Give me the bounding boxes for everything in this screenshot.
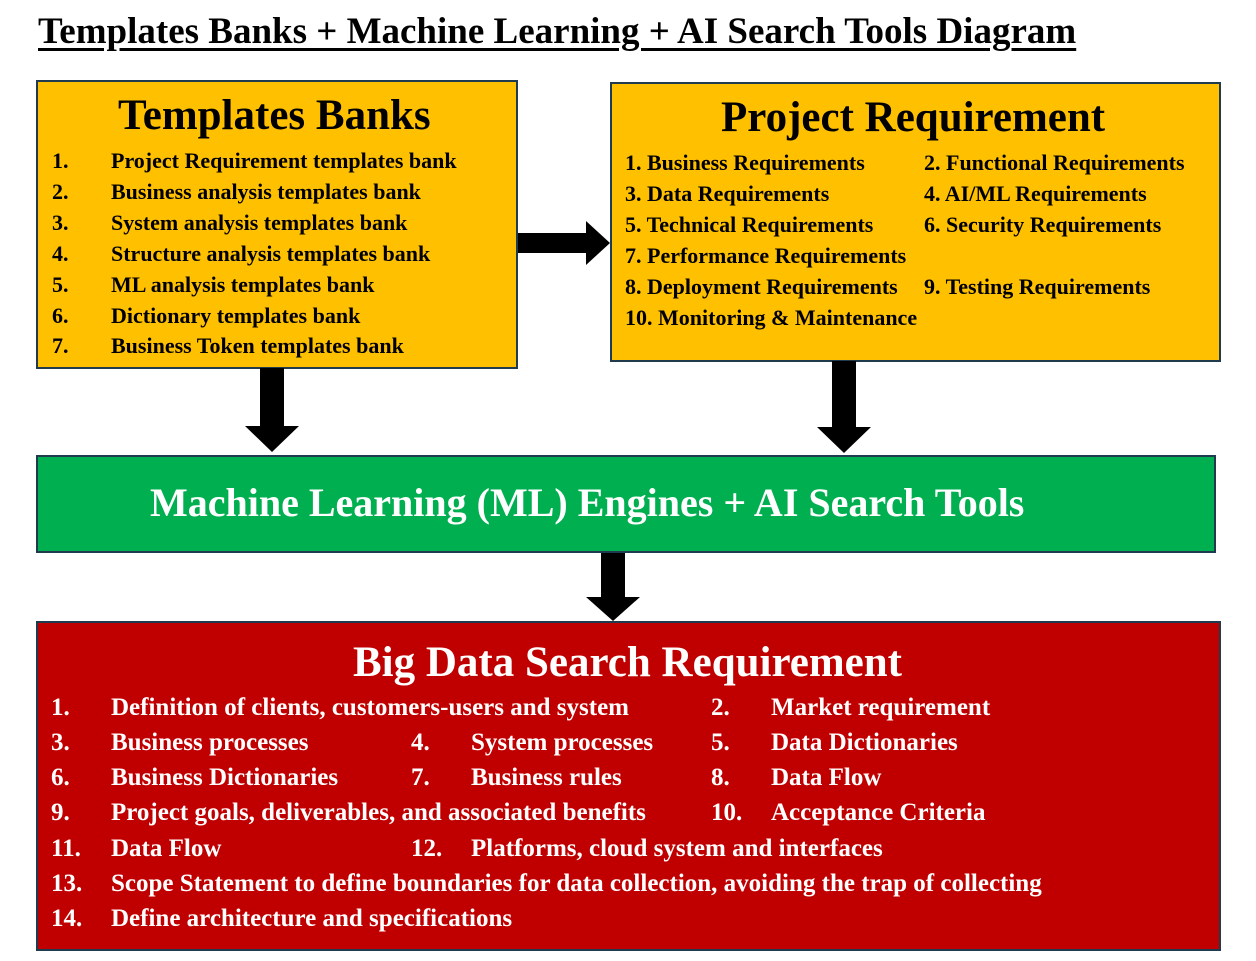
tb-item-text: Structure analysis templates bank (111, 241, 431, 266)
bd-item-num: 2. (711, 694, 730, 721)
down-arrow-icon (586, 553, 640, 621)
tb-item-num: 3. (52, 210, 69, 235)
bd-item-num: 8. (711, 764, 730, 791)
bd-item-num: 9. (51, 799, 70, 826)
tb-item-num: 6. (52, 303, 69, 328)
project-requirement-box: Project Requirement 1. Business Requirem… (610, 82, 1221, 362)
tb-item-num: 5. (52, 272, 69, 297)
bd-item-num: 11. (51, 835, 81, 862)
ml-engines-heading: Machine Learning (ML) Engines + AI Searc… (150, 480, 1025, 525)
tb-item-text: Business Token templates bank (111, 333, 404, 358)
tb-item-num: 4. (52, 241, 69, 266)
diagram-title: Templates Banks + Machine Learning + AI … (38, 11, 1077, 52)
bd-item-text: Acceptance Criteria (771, 799, 986, 826)
bd-item-num: 10. (711, 799, 743, 826)
bd-item-text: Project goals, deliverables, and associa… (111, 799, 646, 826)
bd-item-num: 5. (711, 729, 730, 756)
pr-item: 8. Deployment Requirements (625, 274, 898, 299)
pr-item: 2. Functional Requirements (924, 150, 1185, 175)
bd-item-text: Business rules (471, 764, 622, 791)
bd-item-num: 3. (51, 729, 70, 756)
pr-item: 6. Security Requirements (924, 212, 1162, 237)
bd-item-num: 14. (51, 905, 83, 932)
pr-item: 1. Business Requirements (625, 150, 865, 175)
bd-item-num: 13. (51, 870, 83, 897)
bd-item-num: 6. (51, 764, 70, 791)
bd-item-text: Platforms, cloud system and interfaces (471, 835, 883, 862)
big-data-heading: Big Data Search Requirement (353, 639, 903, 686)
tb-item-text: ML analysis templates bank (111, 272, 375, 297)
bd-item-text: Business processes (111, 729, 309, 756)
tb-item-num: 7. (52, 333, 69, 358)
pr-item: 9. Testing Requirements (924, 274, 1151, 299)
templates-banks-heading: Templates Banks (118, 92, 431, 139)
pr-item: 4. AI/ML Requirements (924, 181, 1147, 206)
pr-item: 5. Technical Requirements (625, 212, 874, 237)
bd-item-text: Scope Statement to define boundaries for… (111, 870, 1042, 897)
bd-item-text: Definition of clients, customers-users a… (111, 694, 630, 721)
bd-item-text: Define architecture and specifications (111, 905, 513, 932)
down-arrow-icon (245, 368, 299, 452)
down-arrow-icon (817, 361, 871, 453)
tb-item-text: System analysis templates bank (111, 210, 408, 235)
tb-item-text: Dictionary templates bank (111, 303, 361, 328)
bd-item-num: 12. (411, 835, 443, 862)
bd-item-text: System processes (471, 729, 654, 756)
pr-item: 10. Monitoring & Maintenance (625, 305, 918, 330)
bd-item-text: Business Dictionaries (111, 764, 339, 791)
bd-item-text: Data Flow (771, 764, 882, 791)
tb-item-num: 2. (52, 179, 69, 204)
tb-item-text: Project Requirement templates bank (111, 148, 457, 173)
project-requirement-heading: Project Requirement (721, 94, 1106, 141)
bd-item-text: Market requirement (771, 694, 991, 721)
templates-banks-box: Templates Banks 1. Project Requirement t… (36, 80, 518, 369)
bd-item-num: 1. (51, 694, 70, 721)
bd-item-text: Data Flow (111, 835, 222, 862)
tb-item-num: 1. (52, 148, 69, 173)
bd-item-text: Data Dictionaries (771, 729, 958, 756)
bd-item-num: 4. (411, 729, 430, 756)
ml-engines-box: Machine Learning (ML) Engines + AI Searc… (36, 455, 1216, 553)
bd-item-num: 7. (411, 764, 430, 791)
right-arrow-icon (518, 221, 610, 265)
pr-item: 7. Performance Requirements (625, 243, 907, 268)
pr-item: 3. Data Requirements (625, 181, 830, 206)
tb-item-text: Business analysis templates bank (111, 179, 421, 204)
big-data-box: Big Data Search Requirement 1. Definitio… (36, 621, 1221, 951)
